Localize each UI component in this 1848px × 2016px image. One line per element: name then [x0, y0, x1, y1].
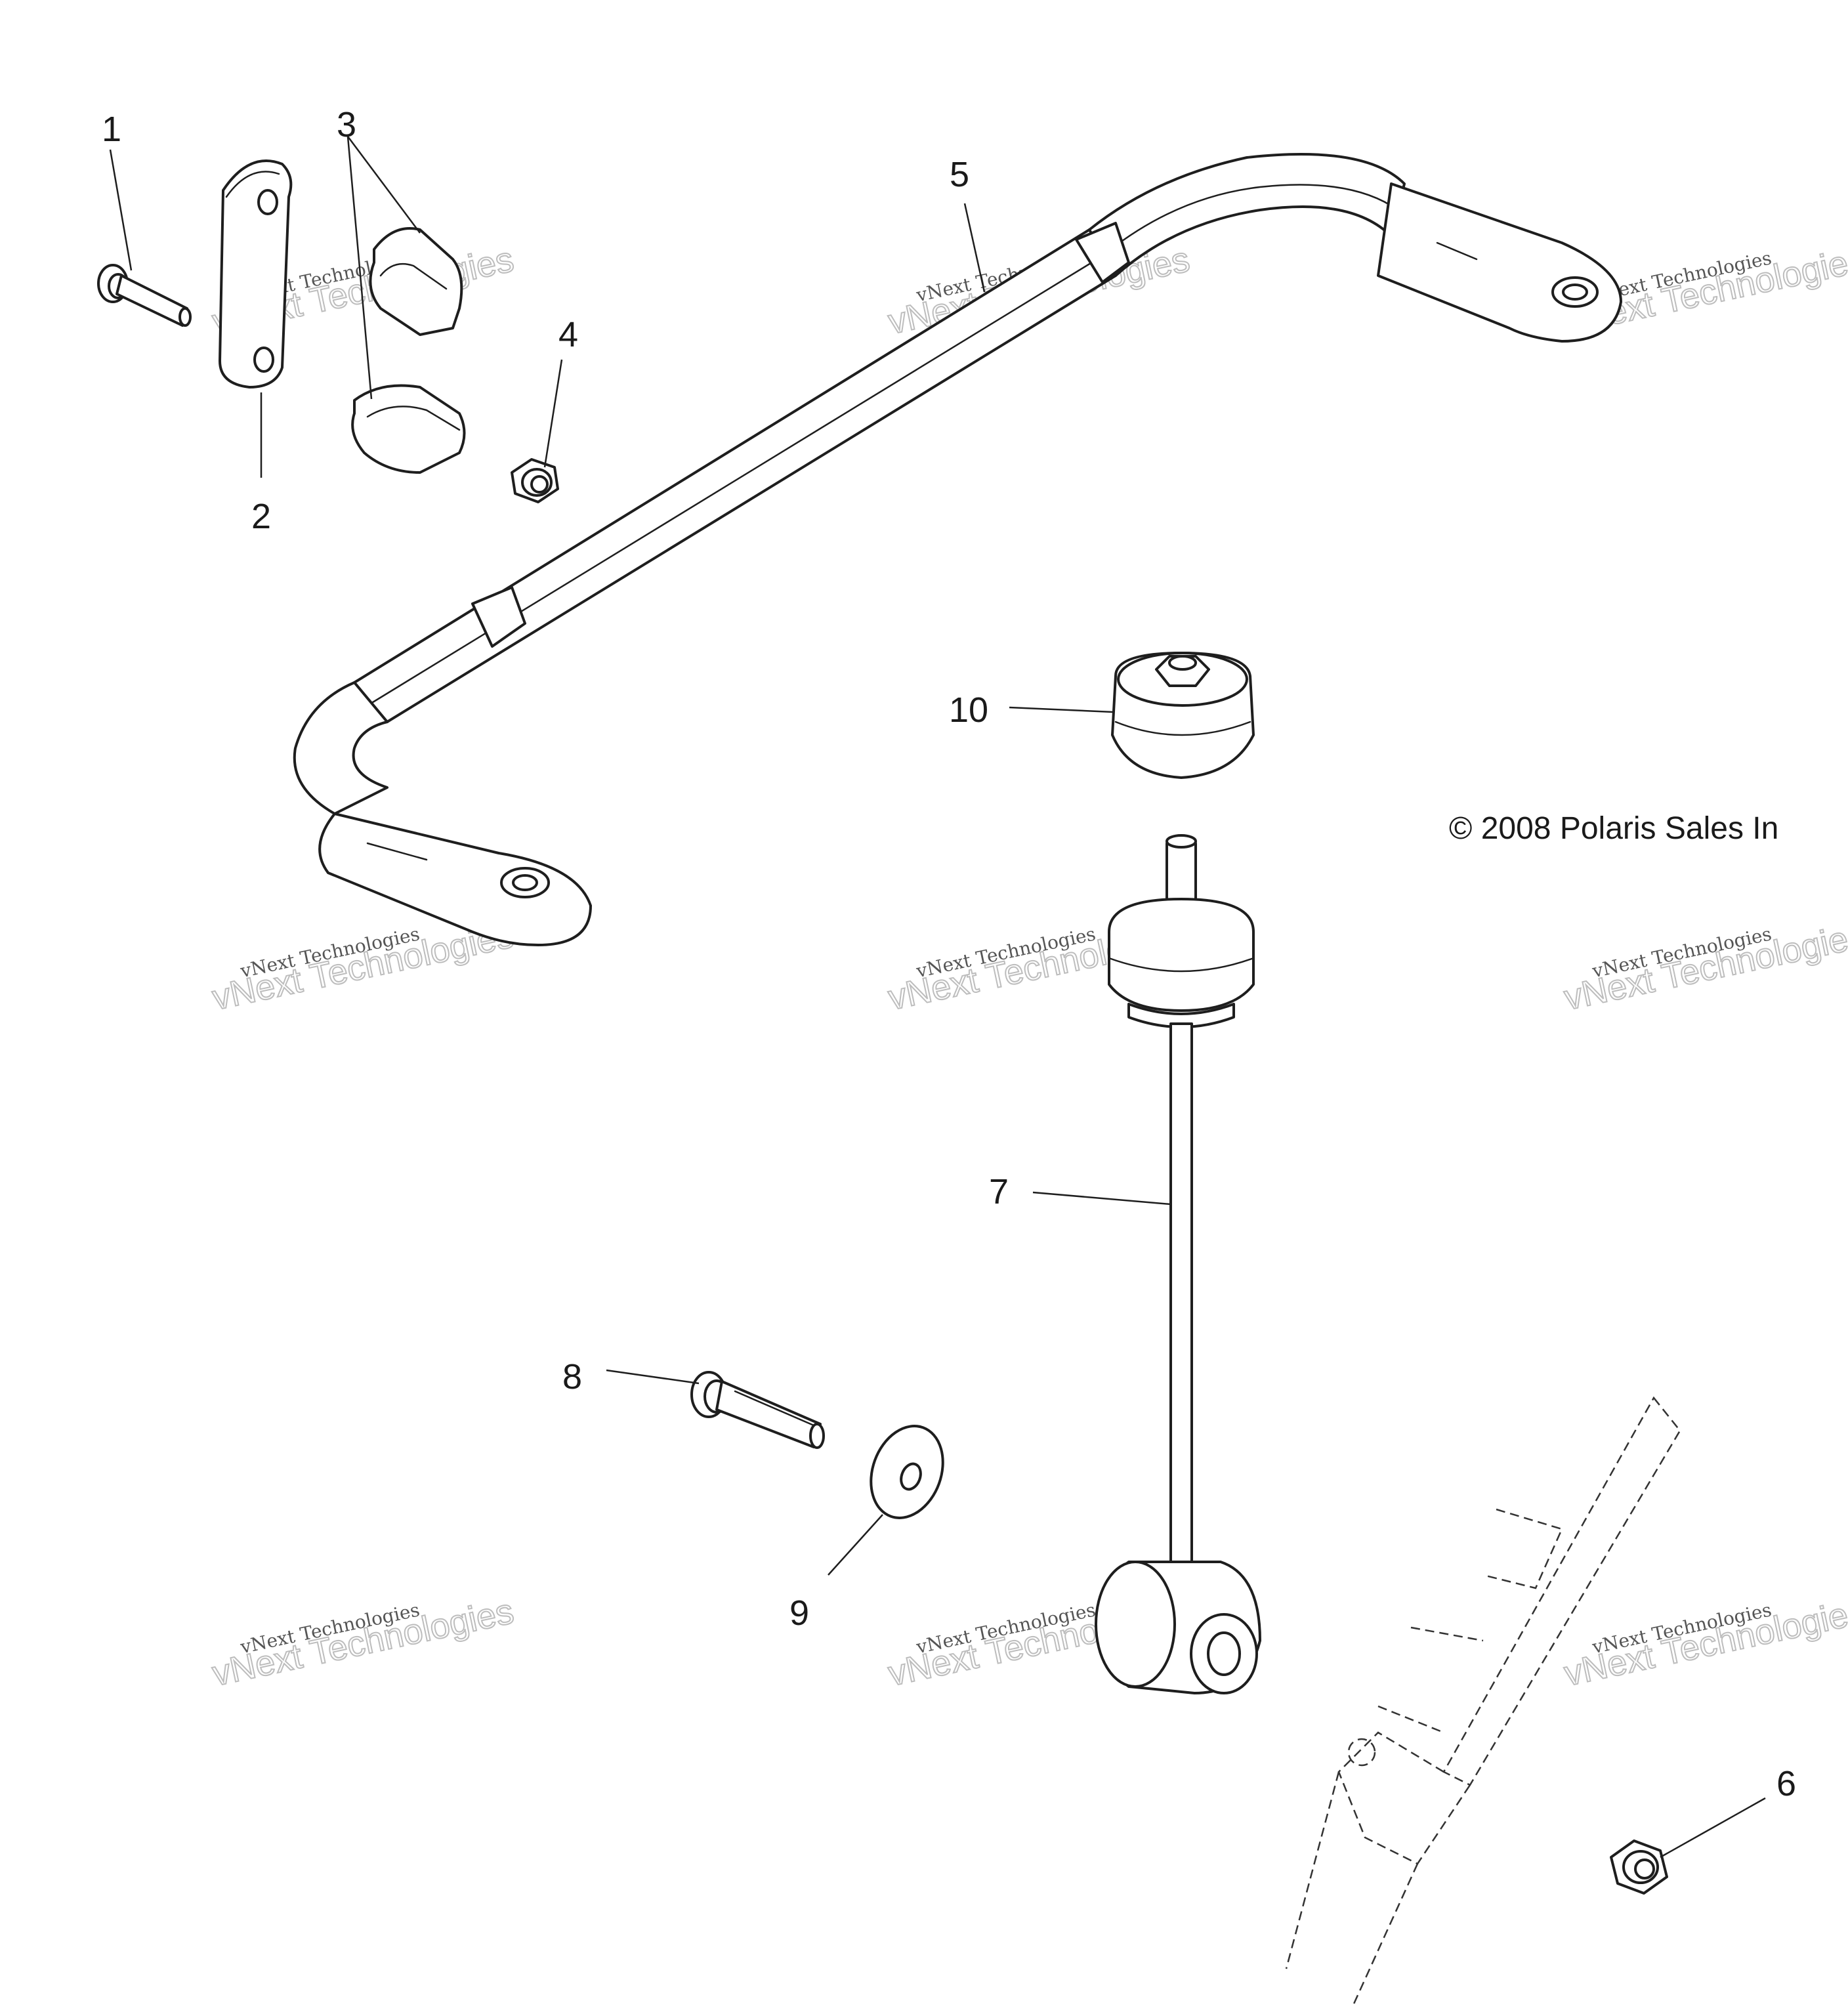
callout-8: 8 — [562, 1357, 582, 1396]
callout-3: 3 — [337, 105, 356, 144]
bushing-upper-part-3 — [369, 227, 463, 336]
watermark: vNext Technologies vNext Technologies — [1560, 915, 1848, 1018]
callout-2: 2 — [251, 497, 271, 536]
nut-part-6 — [1610, 1839, 1668, 1895]
copyright-notice: © 2008 Polaris Sales In — [1449, 811, 1778, 846]
callout-5: 5 — [950, 155, 969, 194]
link-part-7 — [1095, 834, 1261, 1694]
callout-1: 1 — [102, 110, 121, 149]
leader-lines — [109, 136, 1766, 1858]
bushing-lower-part-3 — [351, 384, 466, 474]
washer-part-9 — [870, 1425, 944, 1519]
callout-7: 7 — [989, 1172, 1009, 1211]
callout-6: 6 — [1776, 1764, 1796, 1803]
bolt-part-1 — [97, 264, 192, 327]
watermark: vNext Technologies vNext Technologies — [1560, 1591, 1848, 1694]
frame-rail — [1285, 1396, 1681, 2009]
nut-part-4 — [511, 458, 559, 503]
callout-4: 4 — [558, 315, 578, 354]
stabilizer-bar-part-5 — [293, 153, 1622, 946]
callout-labels: 1 2 3 4 5 6 7 8 9 10 — [102, 105, 1796, 1803]
callout-10: 10 — [949, 690, 988, 730]
watermark: vNext Technologies vNext Technologies — [208, 1591, 518, 1694]
bushing-part-10 — [1111, 652, 1255, 779]
plate-part-2 — [219, 159, 293, 388]
bolt-part-8 — [690, 1371, 825, 1449]
callout-9: 9 — [789, 1593, 809, 1633]
